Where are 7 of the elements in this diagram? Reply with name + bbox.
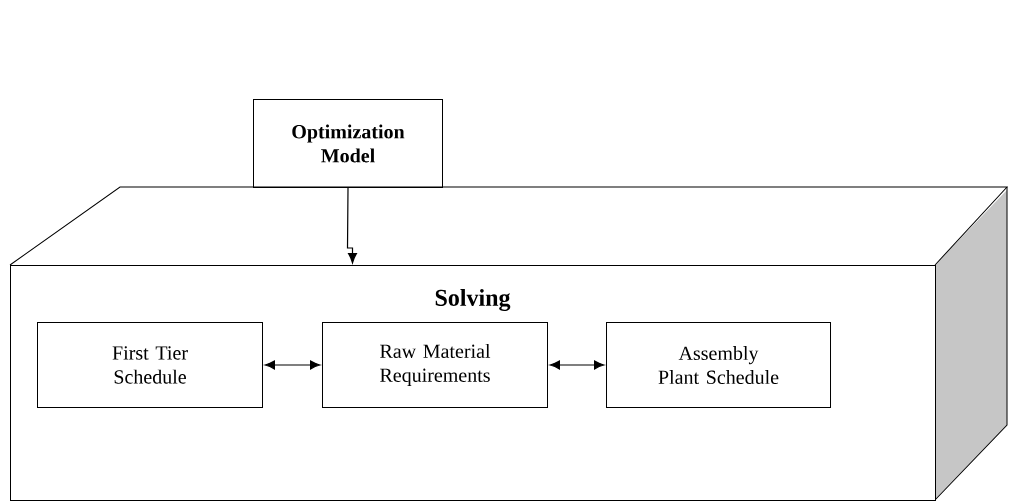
arrow [549, 360, 605, 370]
process-box: Raw Material Requirements [322, 322, 548, 408]
arrow [264, 360, 321, 370]
process-box: Assembly Plant Schedule [606, 322, 831, 408]
model-box: Optimization Model [253, 99, 443, 188]
arrow [346, 187, 357, 264]
process-box: First Tier Schedule [37, 322, 263, 408]
